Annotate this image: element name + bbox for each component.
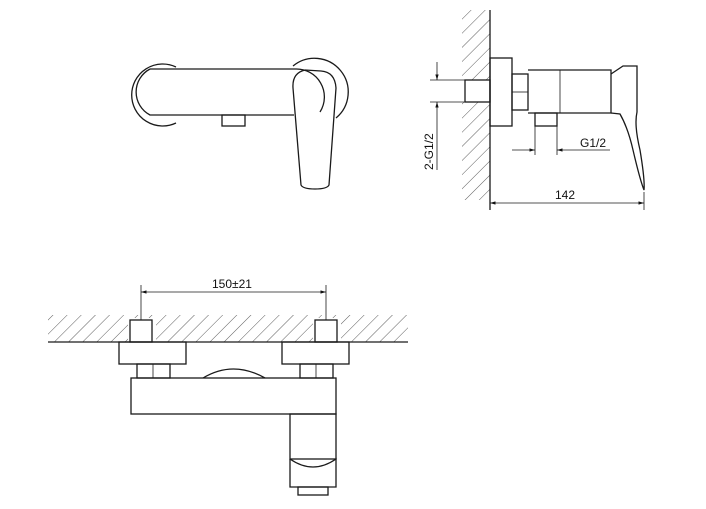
side-view: 2-G1/2 G1/2 142 xyxy=(422,10,645,210)
top-view xyxy=(131,57,349,190)
inlet-thread-label: 2-G1/2 xyxy=(422,133,436,170)
outlet-thread-label: G1/2 xyxy=(580,136,606,150)
front-view: 150±21 xyxy=(48,277,408,496)
depth-label: 142 xyxy=(555,188,575,202)
center-distance-label: 150±21 xyxy=(212,277,252,291)
